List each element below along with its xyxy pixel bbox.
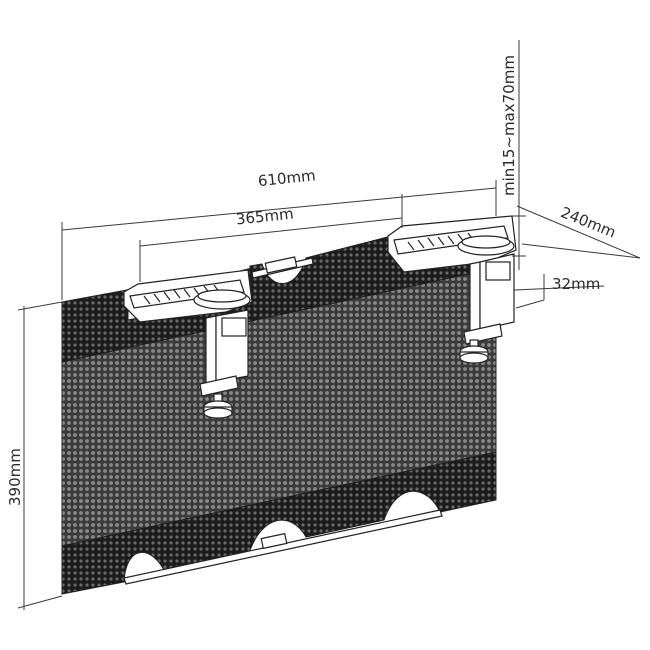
dim-label-clamp-width: 32mm [552, 275, 600, 293]
left-clamp [199, 309, 249, 419]
mesh-tray [61, 217, 498, 595]
dim-label-clamp-range: min15~max70mm [500, 55, 518, 196]
dim-clamp-width: 32mm [513, 274, 605, 309]
dim-depth: 240mm [516, 203, 641, 259]
left-bracket [123, 269, 253, 323]
dim-label-height: 390mm [6, 448, 24, 506]
dim-bracket-spacing: 365mm [139, 194, 403, 282]
right-clamp [459, 253, 515, 364]
dim-clamp-range: min15~max70mm [500, 40, 526, 270]
dim-label-bracket-spacing: 365mm [235, 205, 294, 229]
dim-overall-width: 610mm [61, 166, 497, 300]
bottom-rod [123, 509, 443, 585]
right-bracket [387, 215, 517, 273]
mesh-lower-band [61, 451, 497, 595]
dim-height: 390mm [6, 301, 63, 610]
top-rod [251, 256, 314, 279]
dim-label-overall-width: 610mm [257, 166, 316, 190]
